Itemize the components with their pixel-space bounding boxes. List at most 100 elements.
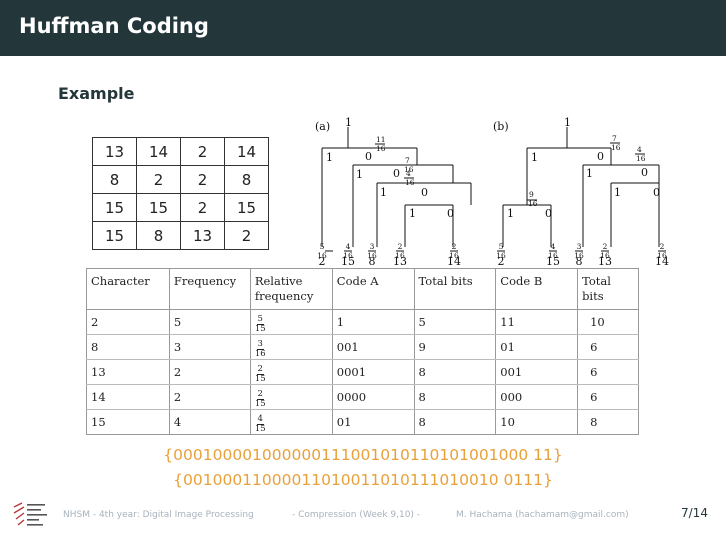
fraction-numerator: 2	[256, 364, 264, 375]
svg-text:1: 1	[586, 167, 593, 180]
grid-cell: 2	[180, 193, 225, 222]
page-number: 7/14	[681, 506, 708, 520]
cell-character: 8	[86, 334, 170, 360]
tree-b-root: 1	[564, 117, 571, 129]
svg-text:0: 0	[653, 186, 660, 199]
fraction-numerator: 3	[256, 339, 264, 350]
cell-code-b: 10	[495, 409, 579, 435]
fraction-denominator: 15	[254, 399, 266, 409]
leaf-value: 2	[498, 255, 505, 267]
leaf-value: 14	[655, 255, 669, 267]
leaf-value: 15	[341, 255, 355, 267]
leaf-weight-numerator: 2	[452, 242, 457, 251]
cell-code-a: 01	[331, 409, 415, 435]
leaf-weight-numerator: 2	[660, 242, 665, 251]
fraction-numerator: 2	[256, 389, 264, 400]
fraction-numerator: 4	[256, 414, 264, 425]
svg-text:4: 4	[406, 169, 411, 178]
slide-title: Huffman Coding	[19, 14, 209, 38]
grid-cell: 14	[136, 137, 181, 166]
header-total-bits-a: Total bits	[413, 268, 497, 310]
cell-code-b: 01	[495, 334, 579, 360]
cell-total-bits-b: 6	[577, 359, 639, 385]
cell-total-bits-a: 5	[413, 309, 497, 335]
cell-frequency: 2	[168, 384, 251, 410]
grid-cell: 15	[92, 193, 137, 222]
fraction-denominator: 16	[254, 349, 266, 359]
svg-text:1: 1	[614, 186, 621, 199]
footer-author: M. Hachama (hachamam@gmail.com)	[456, 510, 629, 520]
svg-text:1: 1	[531, 151, 538, 164]
svg-text:16: 16	[611, 143, 621, 152]
cell-code-b: 000	[495, 384, 579, 410]
leaf-weight-denominator: 16	[449, 251, 459, 260]
leaf-weight-denominator: 16	[395, 251, 405, 260]
svg-text:0: 0	[447, 207, 454, 220]
cell-total-bits-a: 9	[413, 334, 497, 360]
institution-logo-icon	[13, 502, 47, 526]
cell-character: 13	[86, 359, 170, 385]
grid-cell: 15	[224, 193, 269, 222]
cell-total-bits-b: 8	[577, 409, 639, 435]
grid-cell: 8	[224, 165, 269, 194]
leaf-value: 14	[447, 255, 461, 267]
leaf-weight-numerator: 3	[370, 242, 375, 251]
cell-total-bits-b: 6	[577, 384, 639, 410]
svg-text:4: 4	[637, 145, 642, 154]
section-heading: Example	[58, 84, 135, 103]
slide-header: Huffman Coding	[0, 0, 726, 56]
leaf-weight-numerator: 5	[320, 242, 325, 251]
grid-cell: 13	[92, 137, 137, 166]
footer-course: NHSM - 4th year: Digital Image Processin…	[63, 510, 254, 520]
cell-code-a: 1	[331, 309, 415, 335]
leaf-weight-numerator: 3	[577, 242, 582, 251]
svg-text:0: 0	[597, 150, 604, 163]
svg-text:1: 1	[326, 151, 333, 164]
tree-a-label: (a)	[315, 120, 330, 133]
leaf-weight-denominator: 16	[317, 251, 327, 260]
header-relative-frequency: Relative frequency	[249, 268, 333, 310]
cell-code-b: 001	[495, 359, 579, 385]
cell-code-a: 0001	[331, 359, 415, 385]
leaf-value: 13	[393, 255, 407, 267]
svg-text:1: 1	[356, 168, 363, 181]
cell-character: 14	[86, 384, 170, 410]
cell-code-b: 11	[495, 309, 579, 335]
svg-text:9: 9	[529, 190, 534, 199]
svg-text:1: 1	[409, 207, 416, 220]
cell-code-a: 0000	[331, 384, 415, 410]
grid-cell: 2	[180, 137, 225, 166]
fraction-denominator: 15	[254, 374, 266, 384]
leaf-value: 8	[576, 255, 583, 267]
leaf-weight-denominator: 16	[574, 251, 584, 260]
huffman-trees: (a) (b) 1 1 1 0 1 0 1 0 1 0 11 16 7 16 4…	[315, 117, 669, 267]
tree-b-label: (b)	[493, 120, 509, 133]
leaf-weight-numerator: 4	[551, 242, 556, 251]
leaf-value: 13	[598, 255, 612, 267]
leaf-weight-numerator: 2	[398, 242, 403, 251]
header-character: Character	[86, 268, 170, 310]
cell-frequency: 2	[168, 359, 251, 385]
header-code-a: Code A	[331, 268, 415, 310]
leaf-weight-numerator: 5	[499, 242, 504, 251]
grid-cell: 13	[180, 221, 225, 250]
code-table-header: Character Frequency Relative frequency C…	[86, 268, 639, 310]
leaf-weight-numerator: 4	[346, 242, 351, 251]
svg-text:1: 1	[507, 207, 514, 220]
cell-character: 2	[86, 309, 170, 335]
leaf-weight-denominator: 16	[496, 251, 506, 260]
leaf-weight-denominator: 16	[600, 251, 610, 260]
grid-cell: 15	[92, 221, 137, 250]
leaf-weight-numerator: 2	[603, 242, 608, 251]
header-code-b: Code B	[495, 268, 579, 310]
